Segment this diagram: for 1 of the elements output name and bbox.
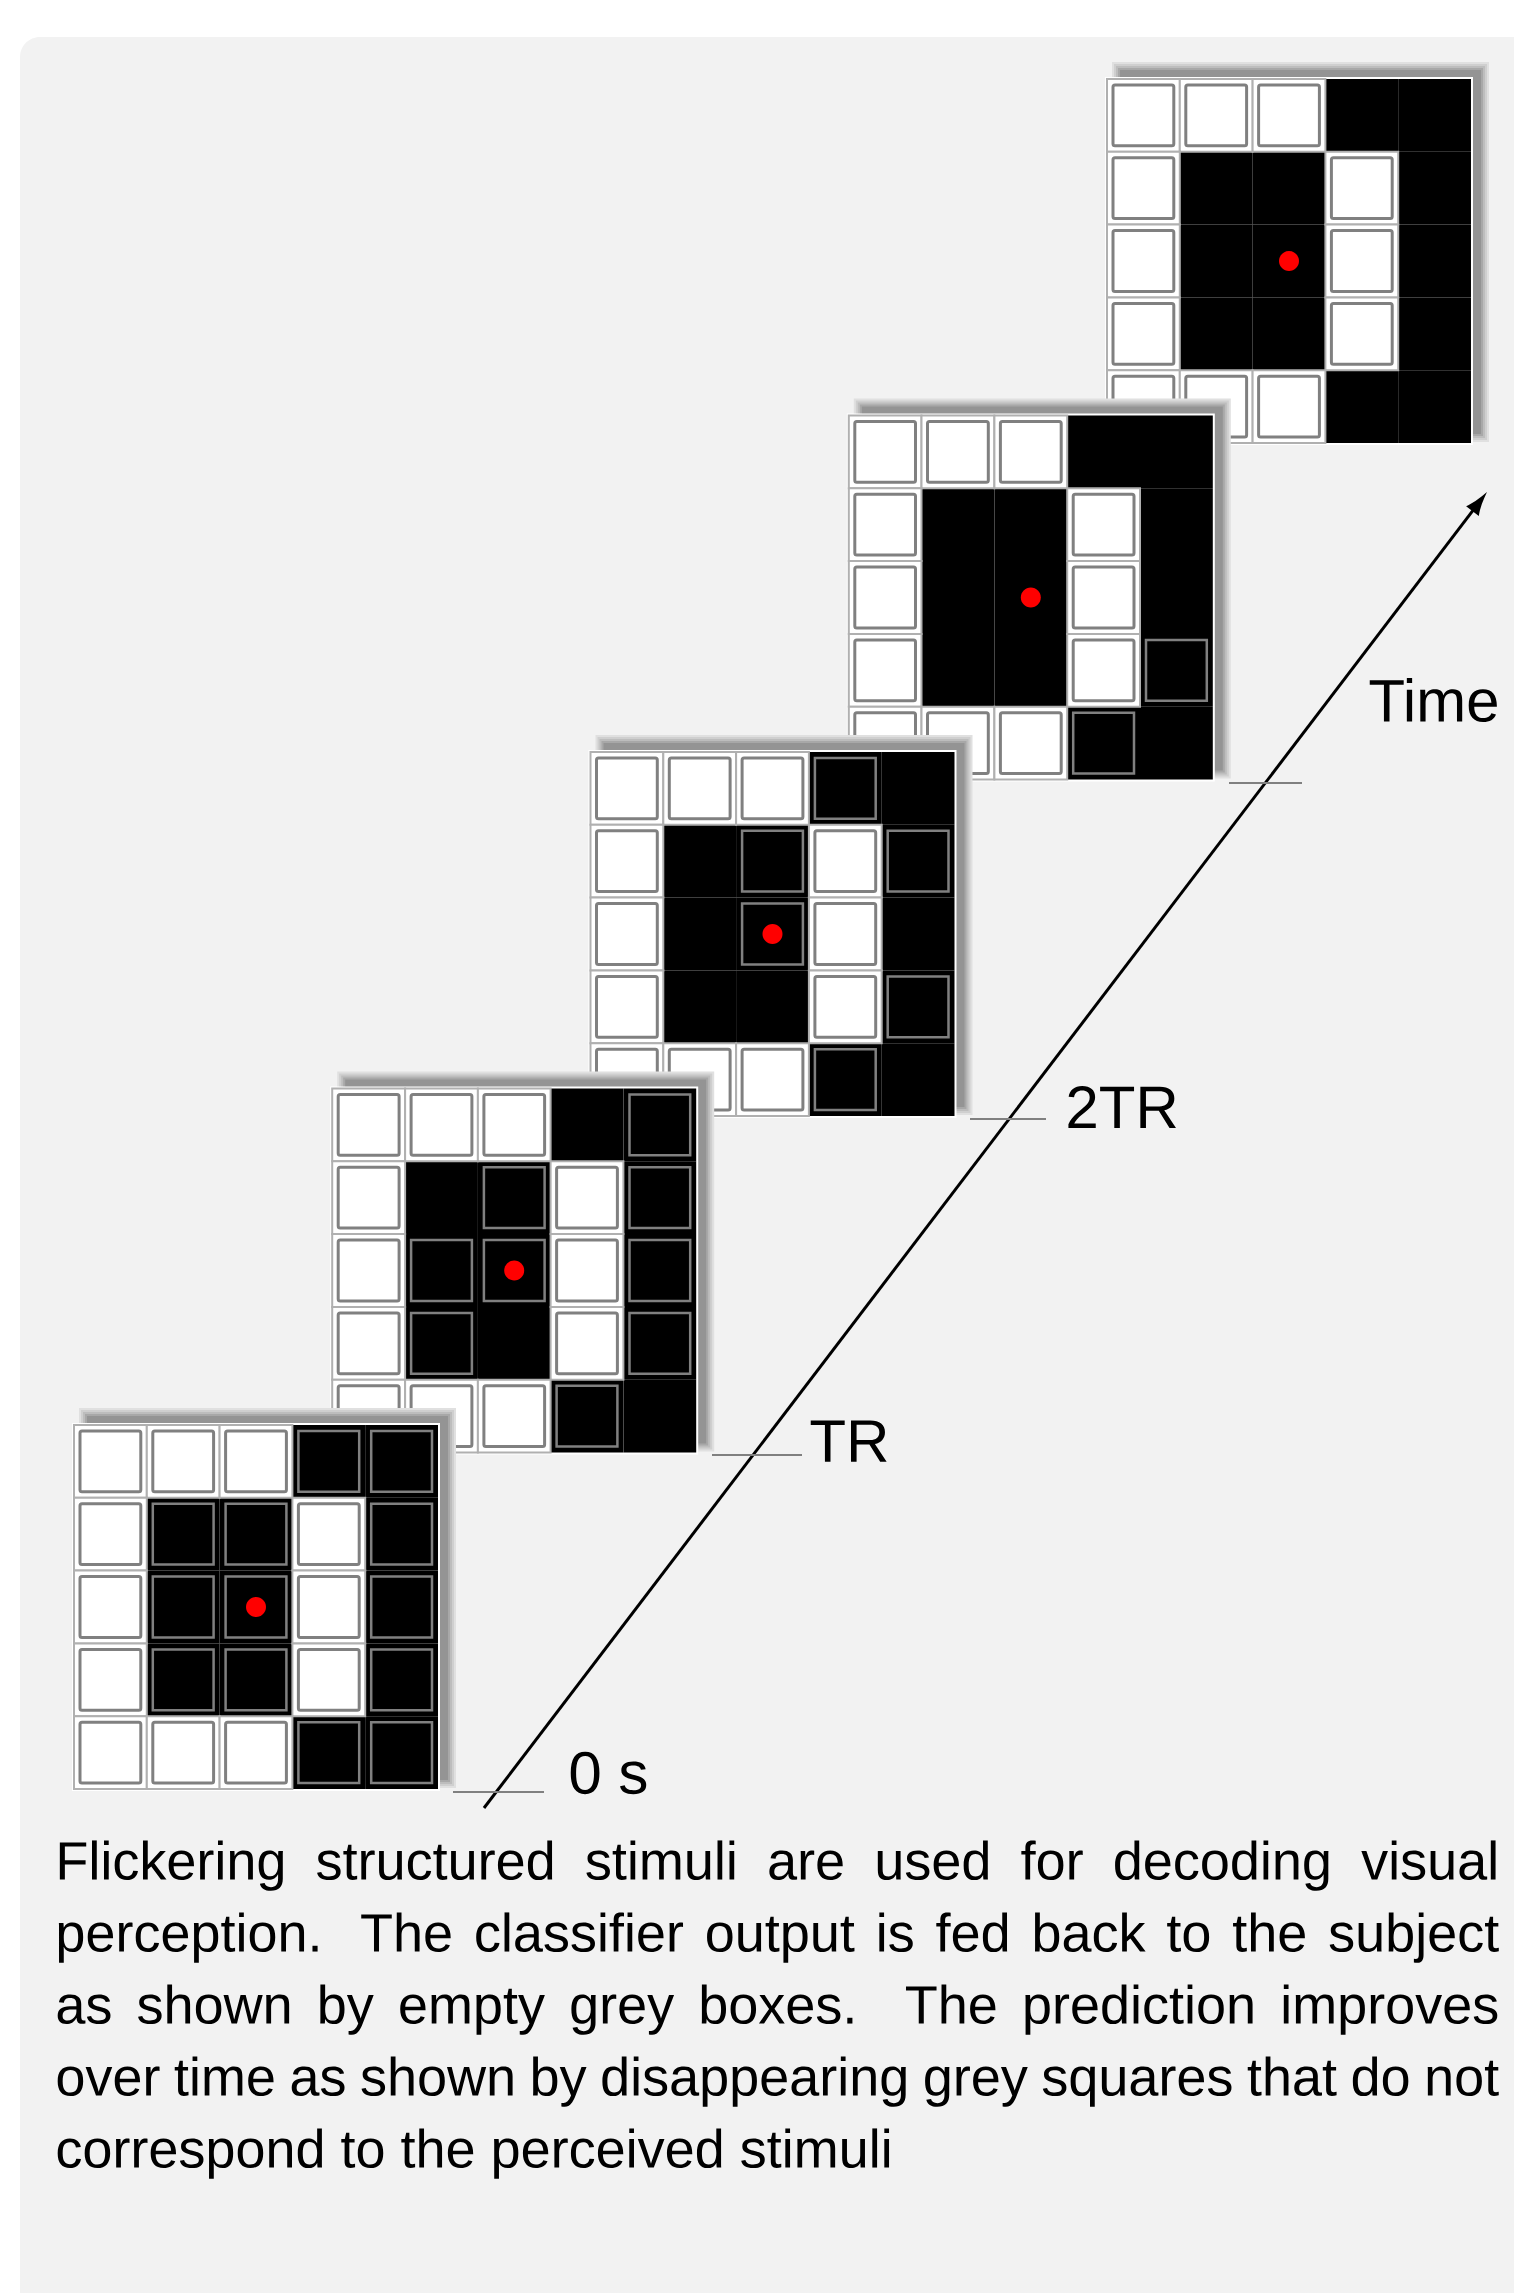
- caption: Flickering structured stimuli are used for decoding visual perception. The classifier output is fed back to the subject as shown by empty grey boxes. The prediction improves over time as shown by disappearing grey squares that do not correspond to the perceived stimuli: [57, 1840, 1499, 2179]
